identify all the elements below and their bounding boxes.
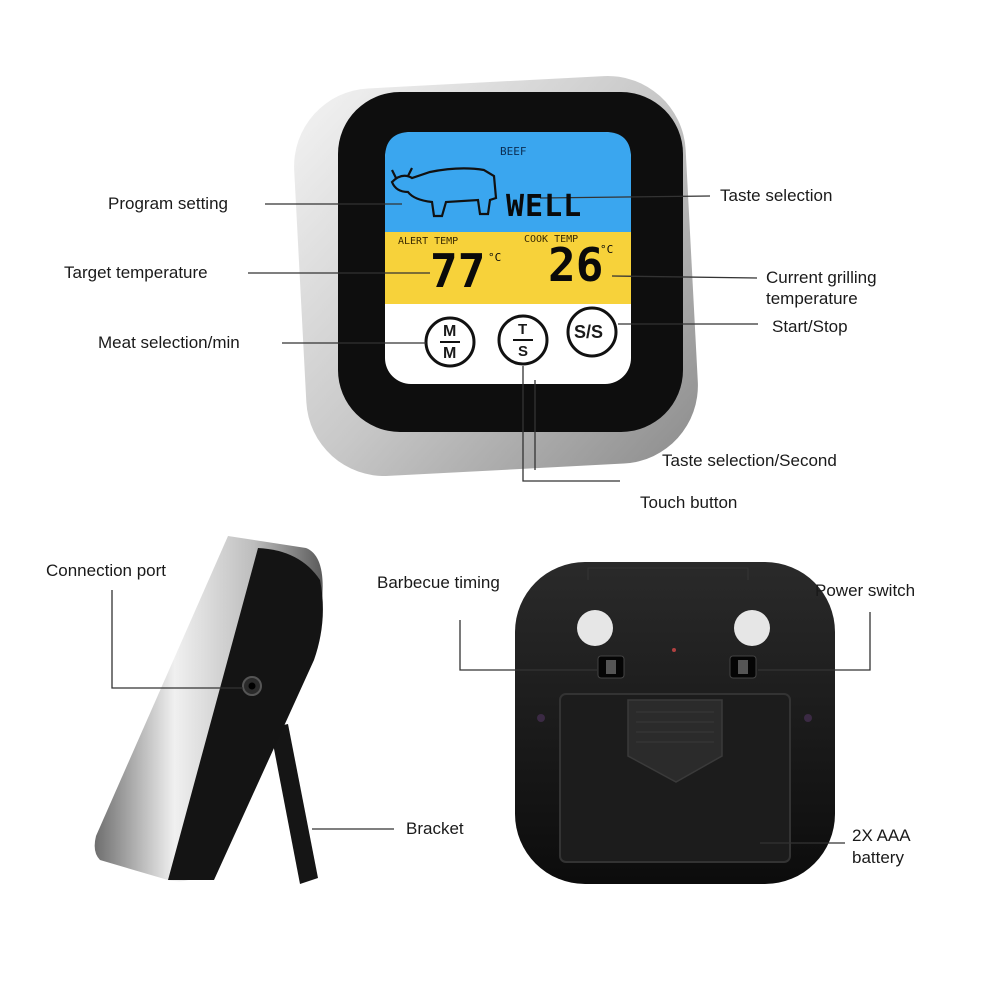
ts-button-bottom[interactable]: S (518, 343, 529, 360)
ss-button-ring (566, 306, 618, 358)
ss-button[interactable]: S/S (574, 322, 604, 342)
alert-temp-unit: °C (488, 251, 502, 264)
alert-temp-value: 77 (430, 244, 486, 298)
mm-button-bottom[interactable]: M (443, 345, 457, 362)
alert-temp-label: ALERT TEMP (398, 236, 459, 247)
screen-buttons (424, 306, 618, 368)
bracket (270, 724, 318, 884)
leader-lines (111, 195, 871, 844)
side-black-body (168, 548, 323, 880)
label-taste-selection-second: Taste selection/Second (662, 451, 837, 470)
right-foot (734, 610, 770, 646)
cook-temp-unit: °C (600, 243, 614, 256)
lcd-blue-section (385, 132, 631, 232)
label-meat-selection: Meat selection/min (98, 333, 240, 352)
mm-button-top[interactable]: M (443, 323, 457, 340)
label-battery-1: 2X AAA (852, 826, 911, 845)
label-current-grilling-2: temperature (766, 289, 858, 308)
label-battery-2: battery (852, 848, 904, 867)
label-target-temperature: Target temperature (64, 263, 208, 282)
meat-name: BEEF (500, 145, 527, 158)
taste-readout: WELL (506, 189, 583, 224)
label-bracket: Bracket (406, 819, 464, 838)
label-touch-button: Touch button (640, 493, 738, 512)
battery-latch (627, 699, 723, 783)
label-barbecue-timing: Barbecue timing (377, 573, 500, 592)
label-connection-port: Connection port (46, 561, 167, 580)
lcd-yellow-section (385, 232, 631, 304)
cook-temp-value: 26 (548, 238, 604, 292)
ts-button-top[interactable]: T (518, 321, 528, 338)
cow-icon (390, 167, 498, 218)
side-device (94, 536, 323, 884)
label-start-stop: Start/Stop (772, 317, 848, 336)
cook-temp-label: COOK TEMP (524, 234, 579, 245)
label-power-switch: Power switch (815, 581, 916, 600)
label-current-grilling-1: Current grilling (766, 268, 877, 287)
left-foot (577, 610, 613, 646)
back-device (515, 562, 835, 884)
label-taste-selection: Taste selection (720, 186, 833, 205)
label-program-setting: Program setting (108, 194, 228, 213)
